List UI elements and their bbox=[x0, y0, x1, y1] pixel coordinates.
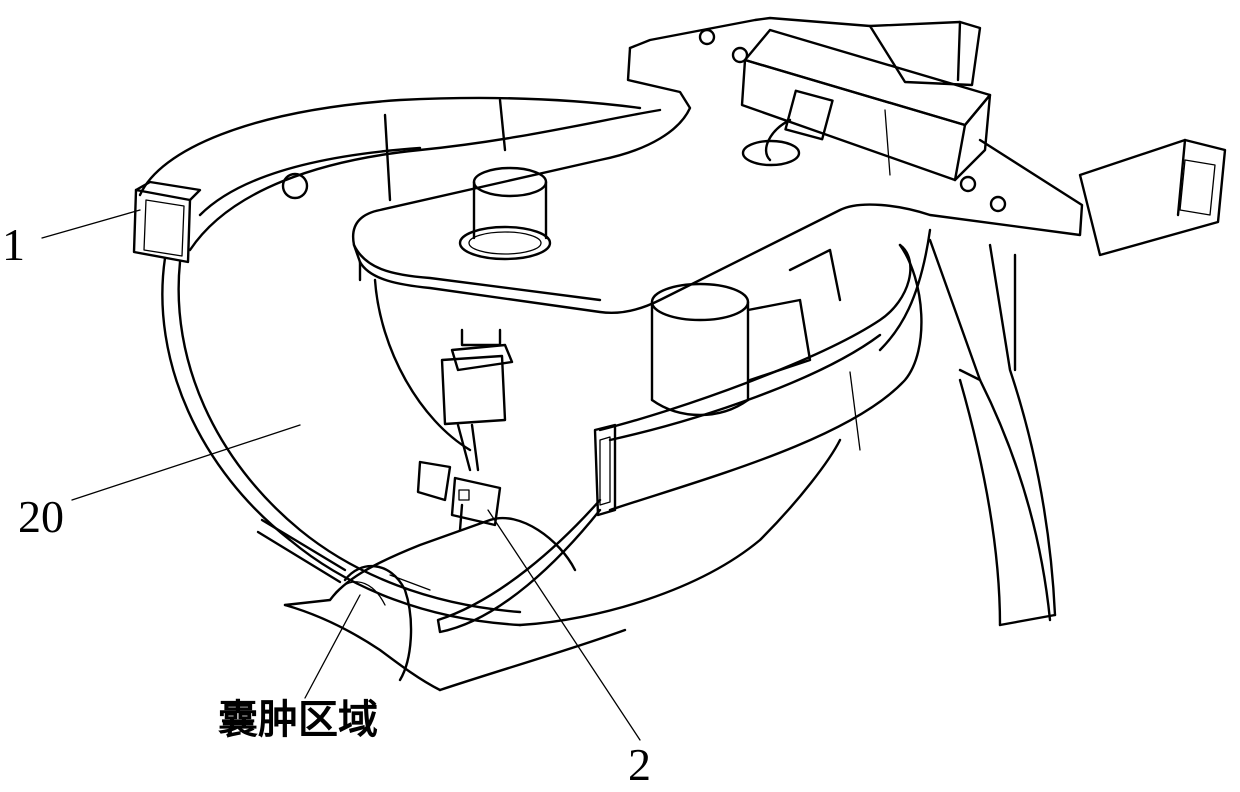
right-rear-tubes bbox=[870, 22, 1225, 255]
leader-lines bbox=[42, 210, 640, 740]
label-part-2: 2 bbox=[628, 742, 651, 788]
front-curved-arm bbox=[438, 245, 921, 632]
control-box bbox=[742, 30, 990, 180]
label-cyst-region: 囊肿区域 bbox=[218, 700, 378, 740]
cyst-sample bbox=[285, 518, 625, 690]
label-part-20: 20 bbox=[18, 494, 64, 540]
leader-line-20 bbox=[72, 425, 300, 500]
left-curved-arm bbox=[134, 98, 660, 262]
top-mounting-plate bbox=[353, 18, 1082, 313]
probe-assembly bbox=[418, 330, 512, 530]
label-part-1: 1 bbox=[2, 222, 25, 268]
leader-line-1 bbox=[42, 210, 140, 238]
leader-line-cyst bbox=[305, 595, 360, 698]
lower-motor bbox=[652, 250, 840, 415]
